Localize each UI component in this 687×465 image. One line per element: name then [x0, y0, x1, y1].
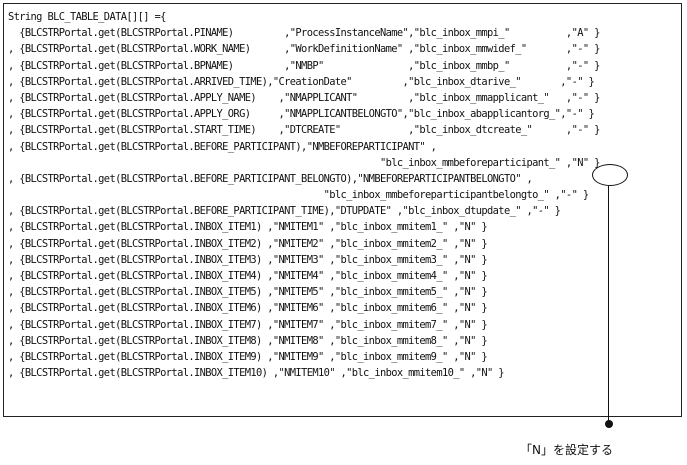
code-line: , {BLCSTRPortal.get(BLCSTRPortal.WORK_NA…	[8, 43, 600, 56]
code-line: , {BLCSTRPortal.get(BLCSTRPortal.INBOX_I…	[8, 318, 488, 331]
callout-leader-line	[608, 186, 610, 423]
code-line: , {BLCSTRPortal.get(BLCSTRPortal.START_T…	[8, 124, 600, 137]
code-line: , {BLCSTRPortal.get(BLCSTRPortal.APPLY_O…	[8, 108, 595, 121]
code-line: , {BLCSTRPortal.get(BLCSTRPortal.ARRIVED…	[8, 75, 595, 88]
code-line: , {BLCSTRPortal.get(BLCSTRPortal.BEFORE_…	[8, 140, 437, 153]
code-line: , {BLCSTRPortal.get(BLCSTRPortal.INBOX_I…	[8, 270, 488, 282]
code-line: String BLC_TABLE_DATA[][] ={	[8, 11, 166, 23]
code-line: , {BLCSTRPortal.get(BLCSTRPortal.BEFORE_…	[8, 172, 533, 185]
code-line: , {BLCSTRPortal.get(BLCSTRPortal.INBOX_I…	[8, 350, 488, 363]
code-line: , {BLCSTRPortal.get(BLCSTRPortal.INBOX_I…	[8, 302, 488, 315]
code-line: , {BLCSTRPortal.get(BLCSTRPortal.APPLY_N…	[8, 91, 600, 104]
code-line: , {BLCSTRPortal.get(BLCSTRPortal.INBOX_I…	[8, 221, 488, 234]
callout-anchor-dot	[604, 420, 613, 428]
code-line: , {BLCSTRPortal.get(BLCSTRPortal.BPNAME)…	[8, 59, 600, 72]
code-line: , {BLCSTRPortal.get(BLCSTRPortal.INBOX_I…	[8, 367, 505, 380]
code-listing-box: String BLC_TABLE_DATA[][] ={ {BLCSTRPort…	[3, 3, 682, 417]
code-listing: String BLC_TABLE_DATA[][] ={ {BLCSTRPort…	[8, 9, 600, 381]
code-line: "blc_inbox_mmbeforeparticipant_" ,"N" }	[8, 156, 600, 169]
code-line: , {BLCSTRPortal.get(BLCSTRPortal.INBOX_I…	[8, 237, 488, 250]
code-line: , {BLCSTRPortal.get(BLCSTRPortal.INBOX_I…	[8, 286, 488, 299]
callout-label: 「N」を設定する	[520, 443, 613, 457]
callout-highlight-circle	[592, 164, 628, 186]
code-line: "blc_inbox_mmbeforeparticipantbelongto_"…	[8, 189, 590, 202]
code-line: {BLCSTRPortal.get(BLCSTRPortal.PINAME) ,…	[8, 27, 600, 40]
code-line: , {BLCSTRPortal.get(BLCSTRPortal.INBOX_I…	[8, 334, 488, 347]
code-line: , {BLCSTRPortal.get(BLCSTRPortal.INBOX_I…	[8, 253, 488, 266]
code-line: , {BLCSTRPortal.get(BLCSTRPortal.BEFORE_…	[8, 205, 561, 218]
